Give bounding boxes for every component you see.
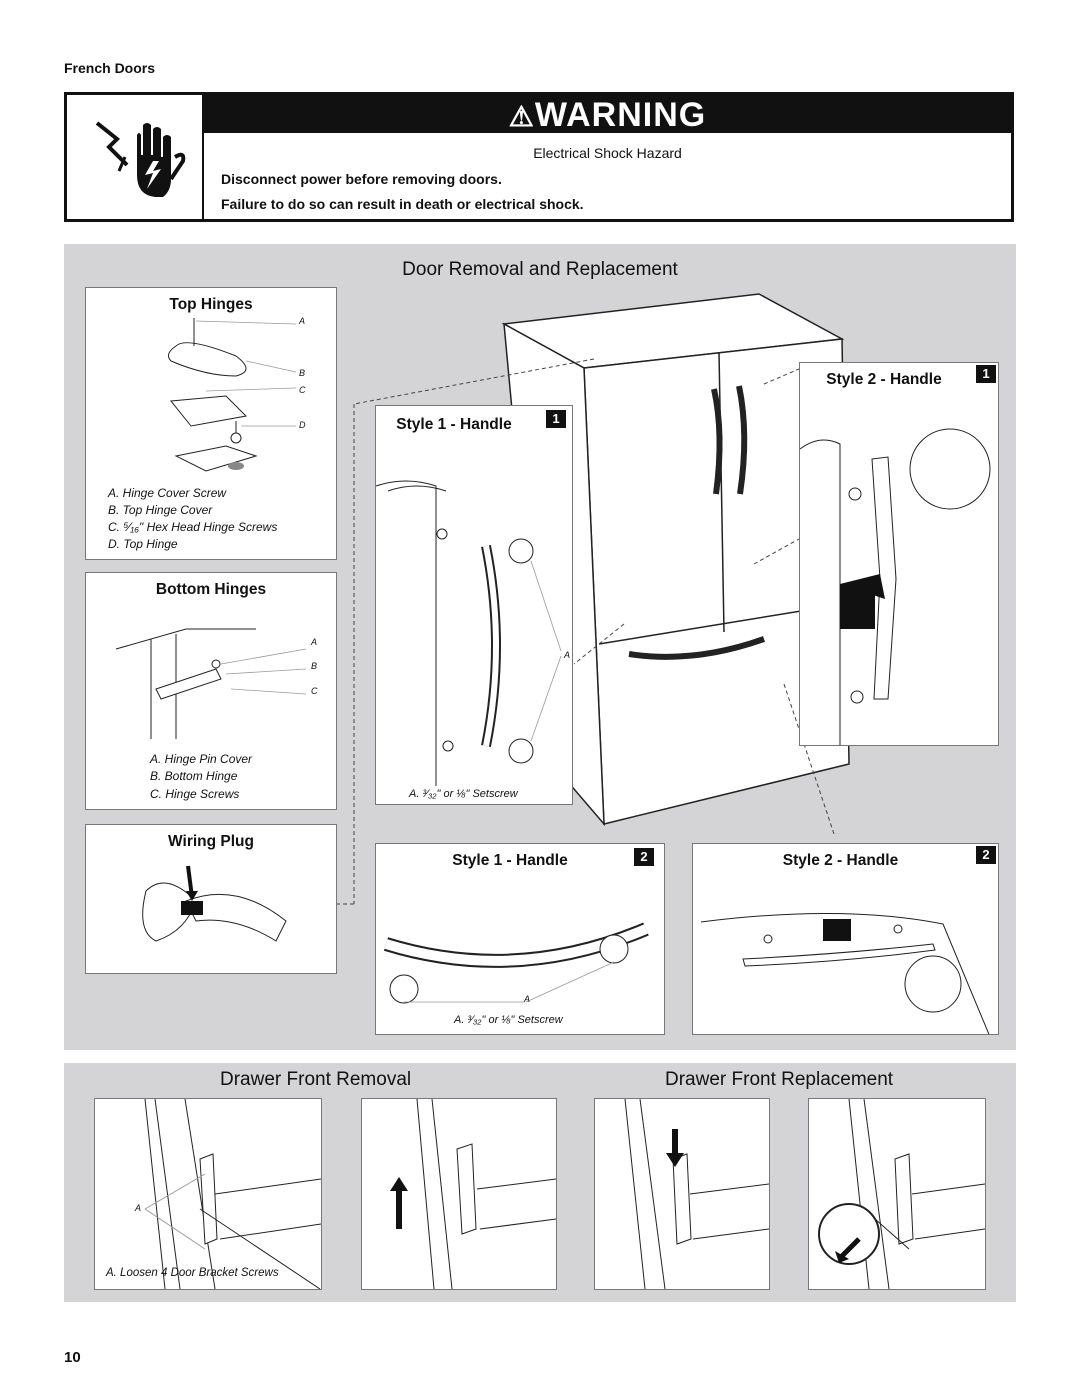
wiring-plug-diagram [142,865,287,942]
drawer-caption: A. Loosen 4 Door Bracket Screws [106,1267,279,1279]
bottom-hinge-caption-a: A. Hinge Pin Cover [150,752,253,766]
wiring-plug-title: Wiring Plug [168,833,254,850]
warning-subtitle: Electrical Shock Hazard [533,145,682,161]
drawer-step2-diagram [390,1099,556,1289]
drawer-letter-a: A [135,1203,142,1213]
top-hinge-letter-c: C [299,385,306,395]
top-hinges-box: Top Hinges A B C D A. Hinge Cover Screw … [85,287,337,560]
warning-triangle-icon: ⚠ [508,101,535,132]
bottom-hinge-diagram [115,628,307,739]
drawer-step4-diagram [818,1099,985,1289]
style1-step2-letter-a: A [524,994,531,1004]
drawer-step1-diagram [144,1099,321,1289]
warning-line-1: Disconnect power before removing doors. [221,171,502,187]
step-badge-1b: 1 [976,365,996,383]
style1-step2-caption: A. ³⁄₃₂" or ⅛" Setscrew [454,1014,563,1026]
style2-handle-step2-box: Style 2 - Handle 2 [692,843,999,1035]
bottom-hinges-title: Bottom Hinges [155,581,267,598]
warning-box: ⚠WARNING Electrical Shock Hazard Disconn… [64,92,1014,222]
drawer-replacement-step1 [594,1098,770,1290]
drawer-removal-step1: A A. Loosen 4 Door Bracket Screws [94,1098,322,1290]
top-hinges-title: Top Hinges [169,296,253,313]
style1-handle-step2-box: Style 1 - Handle 2 A A. ³⁄₃₂" or ⅛" Sets… [375,843,665,1035]
style1-handle-step2-title: Style 1 - Handle [452,852,568,869]
style1-step2-diagram [383,922,649,1004]
section-label: French Doors [64,60,156,76]
bottom-hinge-letter-c: C [311,686,318,696]
warning-title: WARNING [534,96,707,134]
style2-step2-diagram [700,913,990,1034]
bottom-hinge-caption-b: B. Bottom Hinge [150,769,238,783]
top-hinge-caption-c: C. ⁵⁄₁₆" Hex Head Hinge Screws [108,520,278,534]
style2-handle-step2-title: Style 2 - Handle [782,852,899,869]
bottom-hinge-letter-a: A [311,637,318,647]
style2-handle-step1-box: Style 2 - Handle 1 [799,362,999,746]
top-hinge-diagram [167,318,297,472]
bottom-hinges-box: Bottom Hinges A B C A. Hinge Pin Cover B… [85,572,337,810]
page-number: 10 [64,1349,81,1366]
up-arrow-icon [390,1177,408,1191]
style1-step1-caption: A. ³⁄₃₂" or ⅛" Setscrew [409,788,518,800]
step-badge-1: 1 [546,410,566,428]
drawer-replacement-title: Drawer Front Replacement [665,1069,894,1090]
style1-handle-step1-title: Style 1 - Handle [396,416,512,433]
warning-banner: ⚠WARNING [204,95,1011,134]
top-hinge-caption-d: D. Top Hinge [108,537,178,551]
shock-hazard-icon [67,95,204,219]
top-hinge-letter-b: B [299,368,306,378]
style1-handle-step1-box: Style 1 - Handle 1 A A. ³⁄₃₂" or ⅛" Sets… [375,405,573,805]
down-arrow-icon [666,1153,684,1167]
style1-letter-a: A [564,650,571,660]
drawer-removal-title: Drawer Front Removal [220,1069,412,1090]
warning-line-2: Failure to do so can result in death or … [221,196,584,212]
top-hinge-caption-a: A. Hinge Cover Screw [108,486,227,500]
style2-handle-diagram [800,428,991,745]
step-badge-2: 2 [634,848,654,866]
top-hinge-letter-a: A [299,316,306,326]
bottom-hinge-caption-c: C. Hinge Screws [150,787,240,801]
door-removal-title: Door Removal and Replacement [402,259,678,280]
bottom-hinge-letter-b: B [311,661,318,671]
wiring-plug-box: Wiring Plug [85,824,337,974]
step-badge-2b: 2 [976,846,996,864]
style2-handle-step1-title: Style 2 - Handle [826,371,942,388]
drawer-replacement-step2 [808,1098,986,1290]
style1-handle-diagram [376,480,562,786]
drawer-step3-diagram [624,1099,769,1289]
top-hinge-caption-b: B. Top Hinge Cover [108,503,213,517]
top-hinge-letter-d: D [299,420,306,430]
drawer-removal-step2 [361,1098,557,1290]
